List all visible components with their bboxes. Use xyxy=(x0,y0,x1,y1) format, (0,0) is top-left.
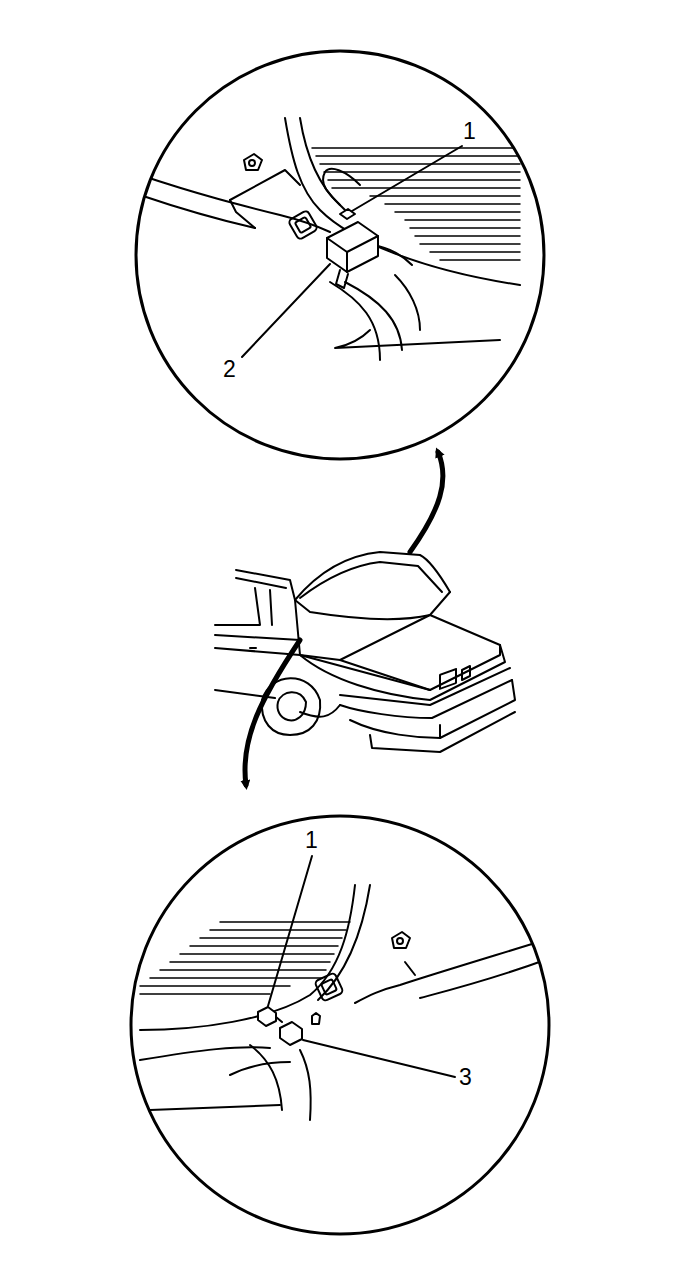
callout-number: 1 xyxy=(304,829,319,852)
pointer-arrow xyxy=(245,640,300,785)
callout-number: 3 xyxy=(458,1066,473,1089)
callout-number: 1 xyxy=(462,120,477,143)
pointer-arrow xyxy=(410,452,443,552)
bottom-detail xyxy=(131,816,549,1234)
callout-number: 2 xyxy=(222,358,237,381)
top-detail xyxy=(136,51,544,459)
car-rear-view xyxy=(215,552,515,752)
